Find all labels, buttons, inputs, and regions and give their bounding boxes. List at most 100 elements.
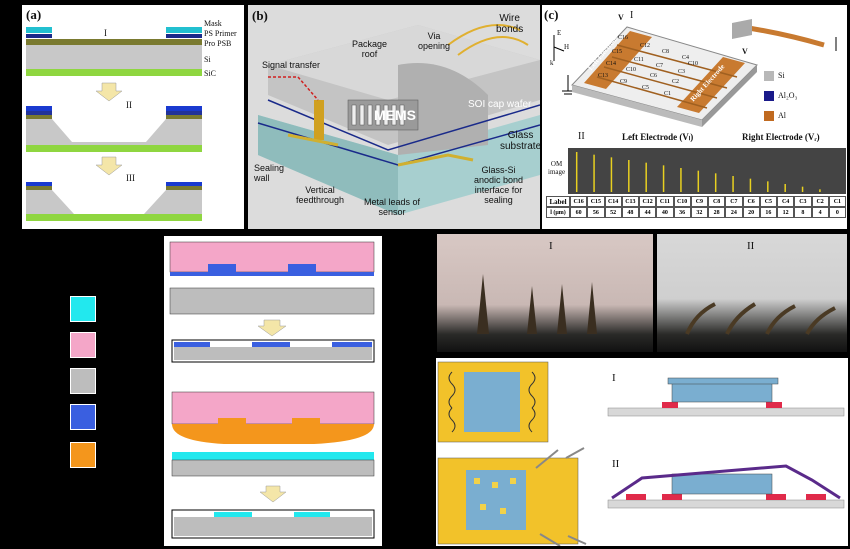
- beam-label: C2: [672, 79, 680, 85]
- roman-i-f: I: [612, 372, 616, 384]
- length-cell: 8: [794, 207, 812, 218]
- label-cell: C6: [742, 196, 760, 207]
- panel-c-label: (c): [544, 7, 559, 22]
- roman-ii-e: II: [747, 240, 755, 252]
- label-cell: C14: [604, 196, 622, 207]
- legend-al: Al: [778, 111, 786, 120]
- label-cell: C2: [811, 196, 829, 207]
- roman-ii-f: II: [612, 458, 620, 470]
- length-cell: 16: [759, 207, 777, 218]
- roman-ii-c: II: [578, 131, 585, 142]
- length-cell: 52: [604, 207, 622, 218]
- callout-vertical-feedthrough: Vertical feedthrough: [296, 185, 345, 205]
- step-label-3: III: [126, 173, 135, 183]
- table-header-right: Right Electrode (Vᵣ): [742, 132, 820, 142]
- layer-si: Si: [204, 55, 211, 64]
- callout-soi-cap: SOI cap wafer: [468, 99, 532, 110]
- legend-swatch-gray: [70, 368, 96, 394]
- callout-signal-transfer: Signal transfer: [262, 60, 321, 70]
- label-cell: C8: [708, 196, 726, 207]
- beam-label: C16: [618, 35, 629, 41]
- length-cell: 28: [708, 207, 726, 218]
- beam-label: C6: [650, 73, 658, 79]
- length-cell: 0: [828, 207, 846, 218]
- callout-package-roof: Package roof: [352, 39, 388, 59]
- length-cell: 32: [690, 207, 708, 218]
- beam-label: C13: [598, 73, 609, 79]
- layer-ps-primer: PS Primer: [204, 29, 237, 38]
- legend-swatch-cyan: [70, 296, 96, 322]
- layer-mask: Mask: [204, 19, 222, 28]
- axis-e: E: [557, 29, 562, 37]
- length-cell: 12: [777, 207, 795, 218]
- beam-label: C14: [606, 61, 617, 67]
- length-cell: 56: [587, 207, 605, 218]
- legend-swatch-blue: [70, 404, 96, 430]
- label-cell: C5: [759, 196, 777, 207]
- panel-b-diagram: [257, 24, 540, 215]
- panel-f: I II: [436, 358, 848, 546]
- step-label-2: II: [126, 100, 132, 110]
- label-cell: C11: [656, 196, 674, 207]
- length-cell: 20: [742, 207, 760, 218]
- label-cell: C15: [587, 196, 605, 207]
- length-cell: 60: [570, 207, 588, 218]
- callout-metal-leads: Metal leads of sensor: [364, 197, 421, 217]
- beam-label: C3: [678, 69, 686, 75]
- beam-label: C15: [612, 49, 623, 55]
- beam-label: C9: [620, 79, 628, 85]
- label-cell: C9: [690, 196, 708, 207]
- panel-e-right-photo: II: [657, 234, 847, 352]
- om-image-strip: [568, 148, 846, 194]
- spikes-upright: [477, 274, 597, 334]
- panel-d-process: [169, 241, 375, 539]
- label-cell: C13: [621, 196, 639, 207]
- panel-b: (b) Signal transfer Package roof Via ope…: [248, 5, 540, 229]
- axis-k: k: [550, 59, 554, 67]
- beam-label: C7: [656, 63, 664, 69]
- panel-d: [164, 236, 382, 546]
- beam-label: C11: [634, 57, 644, 63]
- legend-swatch-orange: [70, 442, 96, 468]
- length-cell: 36: [673, 207, 691, 218]
- label-cell: C10: [673, 196, 691, 207]
- length-cell: 4: [811, 207, 829, 218]
- callout-via-opening: Via opening: [418, 31, 451, 51]
- length-cell: 44: [639, 207, 657, 218]
- beam-label: C5: [642, 85, 650, 91]
- label-cell: C1: [828, 196, 846, 207]
- beam-label: C10: [626, 67, 637, 73]
- spikes-bent: [685, 302, 836, 335]
- panel-c-device: [553, 19, 837, 127]
- axis-h: H: [564, 43, 570, 51]
- panel-a-layers: [26, 27, 202, 221]
- length-cell: 48: [621, 207, 639, 218]
- step-label-1: I: [104, 28, 107, 38]
- beam-label: C4: [682, 55, 690, 61]
- label-row-head: Label: [546, 196, 570, 207]
- panel-f-diagram: [437, 361, 845, 546]
- callout-mems: MEMS: [374, 107, 416, 123]
- length-cell: 40: [656, 207, 674, 218]
- label-cell: C12: [639, 196, 657, 207]
- callout-glass-si: Glass-Si anodic bond interface for seali…: [474, 165, 524, 205]
- legend-swatch-pink: [70, 332, 96, 358]
- label-cell: C4: [777, 196, 795, 207]
- label-cell: C3: [794, 196, 812, 207]
- roman-i-e: I: [549, 240, 553, 252]
- roman-i-c: I: [630, 10, 634, 21]
- table-header-left: Left Electrode (Vₗ): [622, 132, 694, 142]
- vl-label: V: [618, 13, 624, 22]
- callout-sealing-wall: Sealing wall: [254, 163, 285, 183]
- label-cell: C16: [570, 196, 588, 207]
- legend-al2o3: Al₂O₃: [778, 91, 798, 100]
- beam-label: C8: [662, 49, 670, 55]
- beam-label: C12: [640, 43, 651, 49]
- beam-label: C10: [688, 61, 699, 67]
- layer-pro-psb: Pro PSB: [204, 39, 232, 48]
- layer-sic: SiC: [204, 69, 217, 78]
- panel-a: (a) I Mask PS Primer Pro PSB Si SiC II: [22, 5, 244, 229]
